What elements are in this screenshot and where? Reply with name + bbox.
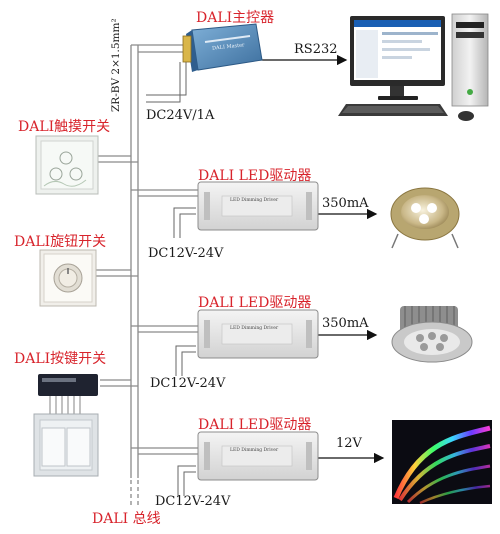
touch-switch-device — [35, 135, 99, 195]
rgb-led-strip-icon — [392, 420, 492, 505]
led-downlight-icon — [390, 187, 460, 249]
rotary-switch-device — [39, 249, 97, 307]
driver-faceplate-3: LED Dimming Driver — [230, 448, 279, 453]
button-switch-device — [33, 374, 99, 477]
led-driver-box-2 — [197, 309, 319, 359]
led-spotlight-icon — [391, 306, 473, 363]
driver-power-1: DC12V-24V — [148, 246, 224, 261]
touch-switch-label: DALI触摸开关 — [18, 119, 111, 135]
driver-output-3: 12V — [336, 436, 362, 451]
driver-power-2: DC12V-24V — [150, 376, 226, 391]
driver-power-leads — [173, 207, 196, 496]
driver-title-1: DALI LED驱动器 — [198, 168, 312, 184]
driver-faceplate-1: LED Dimming Driver — [230, 198, 279, 203]
driver-power-3: DC12V-24V — [155, 494, 231, 509]
controller-power-leads — [146, 62, 187, 103]
rs232-label: RS232 — [294, 42, 338, 57]
driver-output-2: 350mA — [322, 316, 369, 331]
driver-title-2: DALI LED驱动器 — [198, 295, 312, 311]
led-driver-box-3 — [197, 431, 319, 481]
controller-title: DALI主控器 — [196, 10, 275, 26]
button-switch-label: DALI按键开关 — [14, 351, 107, 367]
driver-output-1: 350mA — [322, 196, 369, 211]
pc-workstation — [338, 13, 489, 121]
dali-controller-device — [182, 23, 263, 72]
driver-title-3: DALI LED驱动器 — [198, 417, 312, 433]
dali-bus-label: DALI 总线 — [92, 511, 161, 527]
rotary-switch-label: DALI旋钮开关 — [14, 234, 107, 250]
cable-spec-label: ZR-BV 2×1.5mm² — [110, 18, 122, 112]
controller-power-label: DC24V/1A — [146, 108, 215, 123]
led-driver-box-1 — [197, 181, 319, 231]
dali-bus-lines — [96, 44, 202, 505]
driver-faceplate-2: LED Dimming Driver — [230, 326, 279, 331]
